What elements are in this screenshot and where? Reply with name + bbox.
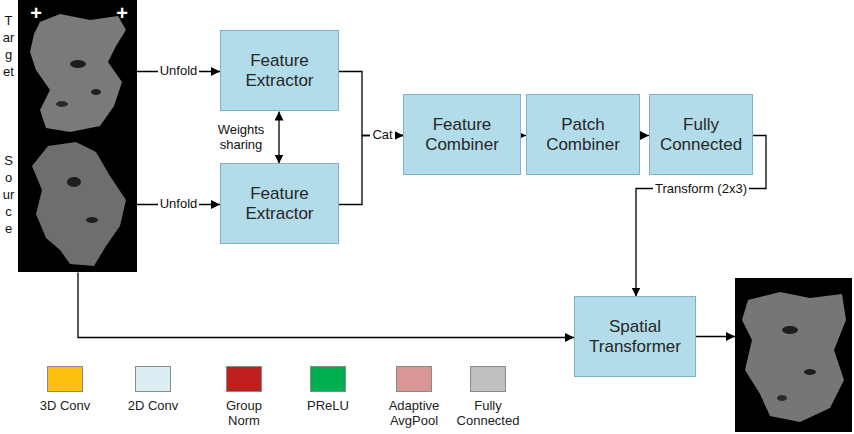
process-box: Feature Extractor (220, 30, 339, 111)
tissue-spot (56, 101, 68, 107)
connector-arrow (339, 136, 403, 205)
box-label: Patch Combiner (527, 115, 639, 155)
edge-label: Unfold (158, 196, 200, 211)
process-box: Patch Combiner (526, 94, 640, 175)
tissue-spot (777, 395, 787, 401)
legend-swatch (47, 366, 83, 392)
input-image: TargetSource (0, 0, 137, 272)
output-arrow (694, 336, 735, 337)
legend-swatch (226, 366, 262, 392)
edge-label: Transform (2x3) (653, 181, 749, 196)
input-image-ground (18, 0, 137, 272)
tissue-spot (804, 369, 816, 375)
connector-arrow (78, 273, 574, 338)
legend-label: 3D Conv (33, 398, 97, 413)
edge-label: Cat (370, 127, 394, 142)
legend-swatch (310, 366, 346, 392)
legend-swatch (135, 366, 171, 392)
legend-swatch (396, 366, 432, 392)
box-label: Feature Combiner (404, 115, 520, 155)
process-box: Spatial Transformer (574, 296, 696, 377)
legend-label: PReLU (296, 398, 360, 413)
box-label: Feature Extractor (221, 184, 338, 224)
target-tissue (30, 14, 126, 132)
connector-arrow (278, 112, 279, 164)
vertical-caption: Source (2, 152, 15, 237)
legend-label: Group Norm (212, 398, 276, 428)
legend-label: Adaptive AvgPool (382, 398, 446, 428)
vertical-caption: Target (2, 12, 15, 80)
box-label: Fully Connected (650, 115, 752, 155)
edge-label: Unfold (158, 63, 200, 78)
edge-label: Weights sharing (209, 122, 273, 152)
connector-arrow (339, 72, 403, 136)
corner-mark: + (116, 3, 128, 23)
legend-swatch (470, 366, 506, 392)
tissue-spot (86, 217, 98, 223)
source-tissue (32, 142, 126, 266)
connector-arrow (640, 135, 649, 136)
box-label: Spatial Transformer (575, 317, 695, 357)
tissue-spot (70, 60, 86, 68)
output-image-ground (735, 278, 852, 432)
box-label: Feature Extractor (221, 51, 338, 91)
corner-mark: + (30, 3, 42, 23)
tissue-spot (67, 177, 81, 187)
process-box: Fully Connected (649, 94, 753, 175)
legend-label: 2D Conv (121, 398, 185, 413)
tissue-spot (91, 89, 101, 95)
output-tissue (742, 292, 846, 422)
process-box: Feature Combiner (403, 94, 521, 175)
tissue-spot (782, 326, 798, 334)
process-box: Feature Extractor (220, 163, 339, 244)
legend-label: Fully Connected (456, 398, 520, 428)
